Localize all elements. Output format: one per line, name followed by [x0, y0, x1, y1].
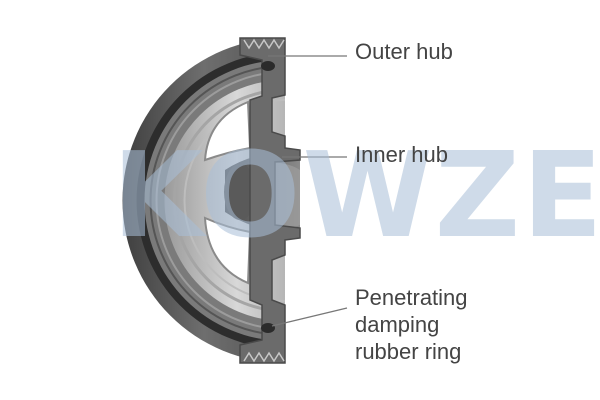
section-cut-face: [239, 37, 301, 364]
label-outer-hub-text: Outer hub: [355, 39, 453, 64]
spoke-window-bottom: [203, 216, 252, 285]
label-outer-hub: Outer hub: [355, 38, 453, 65]
leader-line-rubber-ring: [271, 307, 348, 327]
label-rubber-ring: Penetrating damping rubber ring: [355, 284, 468, 365]
label-inner-hub-text: Inner hub: [355, 142, 448, 167]
spoke-window-top: [203, 100, 252, 162]
rubber-ring-section-top: [261, 61, 275, 71]
belt-grooves-bottom: [243, 351, 285, 363]
label-rubber-ring-line-3: rubber ring: [355, 339, 462, 364]
rubber-ring-section-bottom: [261, 323, 275, 333]
belt-grooves-top: [243, 38, 285, 50]
label-inner-hub: Inner hub: [355, 141, 448, 168]
label-rubber-ring-line-2: damping: [355, 312, 440, 337]
label-rubber-ring-line-1: Penetrating: [355, 285, 468, 310]
